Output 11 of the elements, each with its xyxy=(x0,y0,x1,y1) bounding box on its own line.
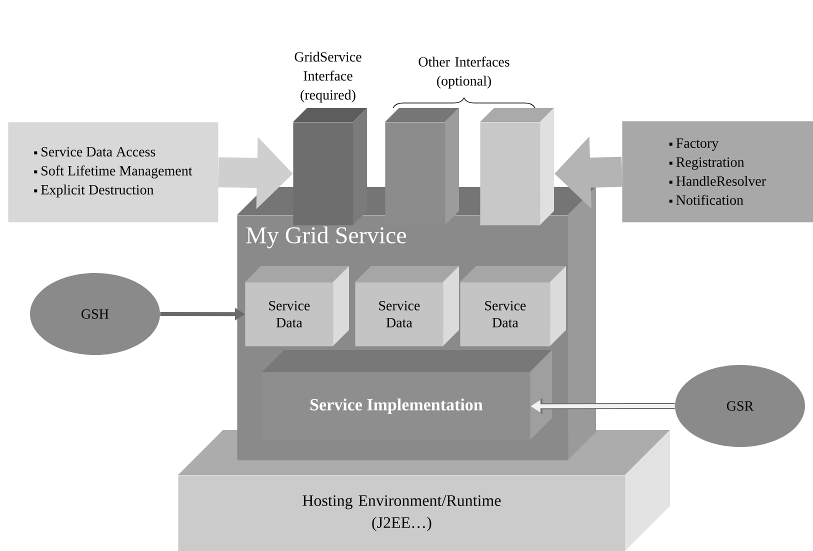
bullet-list-box: Factory Registration HandleResolver Notification xyxy=(622,121,813,222)
implementation-box: Service Implementation xyxy=(262,350,552,440)
service-data-box: Service Data xyxy=(355,266,459,346)
interface-pillar xyxy=(385,108,459,226)
node-label: GridService Interface (required) xyxy=(294,52,362,102)
bullet-list-box: Service Data Access Soft Lifetime Management Explicit Destruction xyxy=(8,122,218,222)
node-label: Service Implementation xyxy=(310,398,483,414)
interface-pillar xyxy=(480,108,554,226)
service-data-box: Service Data xyxy=(460,266,566,346)
caption-text: Other Interfaces (optional) xyxy=(418,56,510,88)
service-data-box: Service Data xyxy=(245,266,349,346)
